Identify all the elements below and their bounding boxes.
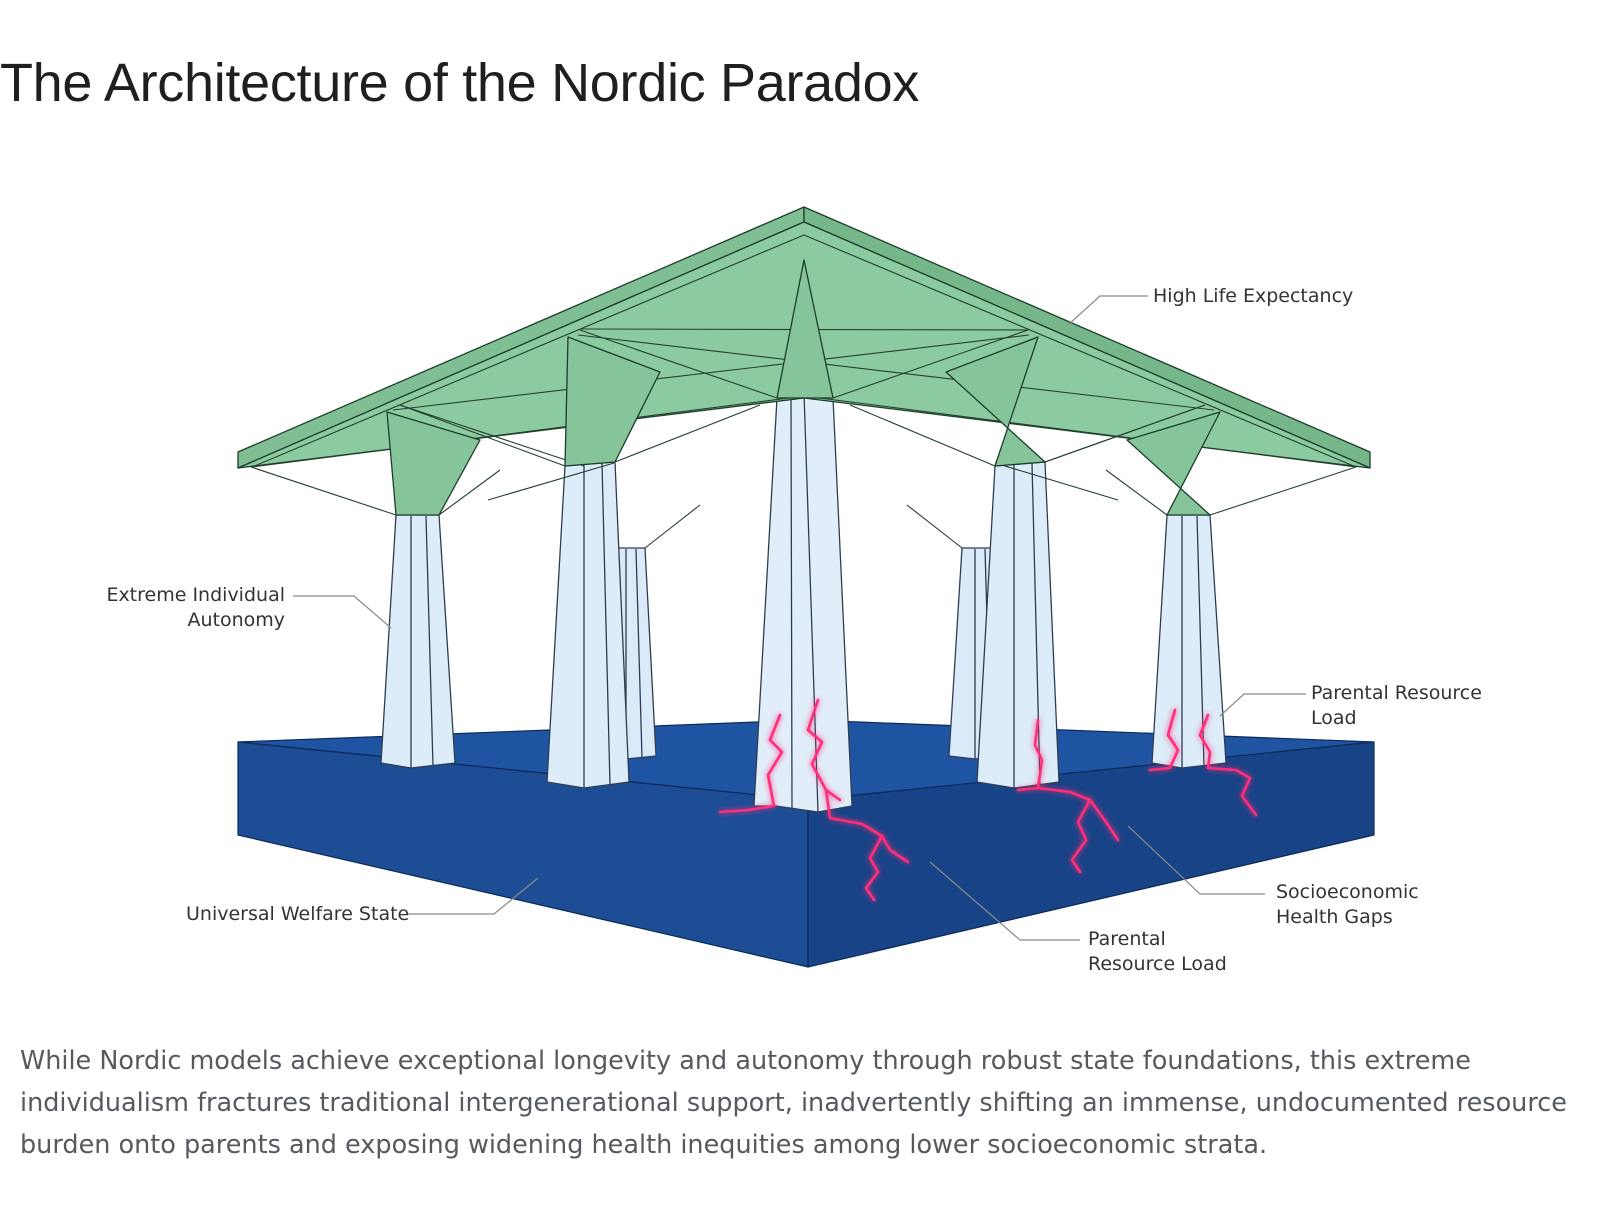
label-health-gaps-line2: Health Gaps xyxy=(1276,906,1393,928)
roof-slab xyxy=(237,206,1371,549)
page-title: The Architecture of the Nordic Paradox xyxy=(0,53,920,113)
base-slab xyxy=(237,719,1375,968)
pillar-center xyxy=(753,391,853,813)
leader-gaps xyxy=(1127,825,1265,895)
label-high-life-expectancy: High Life Expectancy xyxy=(1153,285,1353,307)
leader-crack-right xyxy=(1219,693,1306,717)
leader-crack-front xyxy=(929,861,1080,941)
pillar-mid-right xyxy=(976,461,1060,789)
label-health-gaps-line1: Socioeconomic xyxy=(1276,881,1419,903)
cracks xyxy=(718,698,1258,902)
nordic-paradox-diagram: High Life Expectancy Extreme Individual … xyxy=(0,170,1600,1000)
label-extreme-autonomy-line2: Autonomy xyxy=(187,609,285,631)
leader-pillar xyxy=(293,595,392,629)
caption: While Nordic models achieve exceptional … xyxy=(20,1046,1567,1160)
pillars xyxy=(380,391,1227,813)
labels: High Life Expectancy Extreme Individual … xyxy=(106,285,1481,975)
label-universal-welfare-state: Universal Welfare State xyxy=(186,903,409,925)
leader-base xyxy=(408,877,539,915)
label-parental-load-right-line2: Load xyxy=(1311,707,1357,729)
label-parental-load-front-line2: Resource Load xyxy=(1088,953,1227,975)
label-extreme-autonomy-line1: Extreme Individual xyxy=(106,584,285,606)
leader-lines xyxy=(293,295,1306,941)
pillar-outer-left xyxy=(380,514,456,769)
diagram-svg: High Life Expectancy Extreme Individual … xyxy=(106,206,1482,975)
label-parental-load-front-line1: Parental xyxy=(1088,928,1166,950)
pillar-outer-right xyxy=(1151,514,1227,769)
label-parental-load-right-line1: Parental Resource xyxy=(1311,682,1482,704)
pillar-mid-left xyxy=(546,461,630,789)
leader-roof xyxy=(1067,295,1148,326)
